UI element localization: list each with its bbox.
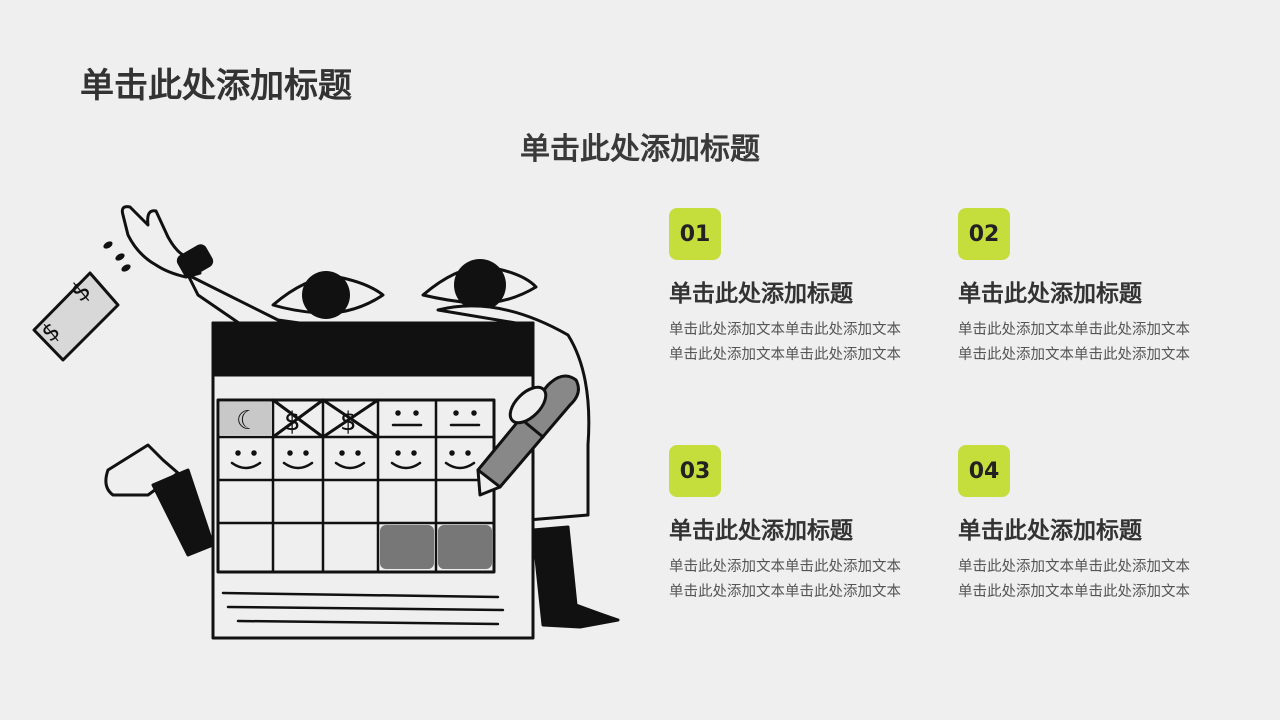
number-badge: 02 bbox=[958, 208, 1010, 260]
leg-left bbox=[104, 443, 215, 557]
item-text[interactable]: 单击此处添加文本单击此处添加文本单击此处添加文本单击此处添加文本 bbox=[669, 559, 901, 600]
item-text[interactable]: 单击此处添加文本单击此处添加文本单击此处添加文本单击此处添加文本 bbox=[958, 559, 1190, 600]
person-one bbox=[271, 271, 385, 319]
person-two bbox=[421, 259, 620, 629]
feature-item-3: 03 单击此处添加标题 单击此处添加文本单击此处添加文本单击此处添加文本单击此处… bbox=[669, 445, 919, 605]
feature-item-2: 02 单击此处添加标题 单击此处添加文本单击此处添加文本单击此处添加文本单击此处… bbox=[958, 208, 1208, 368]
number-badge: 01 bbox=[669, 208, 721, 260]
svg-text:$: $ bbox=[340, 407, 357, 437]
calendar-illustration: $ $ bbox=[32, 205, 620, 640]
slide-subtitle[interactable]: 单击此处添加标题 bbox=[520, 132, 760, 167]
item-text[interactable]: 单击此处添加文本单击此处添加文本单击此处添加文本单击此处添加文本 bbox=[958, 322, 1190, 363]
item-title[interactable]: 单击此处添加标题 bbox=[958, 281, 1142, 307]
number-badge: 03 bbox=[669, 445, 721, 497]
money-bill-icon: $ $ bbox=[32, 271, 120, 362]
item-title[interactable]: 单击此处添加标题 bbox=[669, 281, 853, 307]
item-text[interactable]: 单击此处添加文本单击此处添加文本单击此处添加文本单击此处添加文本 bbox=[669, 322, 901, 363]
slide-title[interactable]: 单击此处添加标题 bbox=[80, 66, 352, 106]
feature-item-1: 01 单击此处添加标题 单击此处添加文本单击此处添加文本单击此处添加文本单击此处… bbox=[669, 208, 919, 368]
item-title[interactable]: 单击此处添加标题 bbox=[958, 518, 1142, 544]
svg-text:☾: ☾ bbox=[236, 406, 259, 436]
number-badge: 04 bbox=[958, 445, 1010, 497]
feature-item-4: 04 单击此处添加标题 单击此处添加文本单击此处添加文本单击此处添加文本单击此处… bbox=[958, 445, 1208, 605]
pen-icon bbox=[476, 374, 580, 497]
svg-text:$: $ bbox=[284, 407, 301, 437]
item-title[interactable]: 单击此处添加标题 bbox=[669, 518, 853, 544]
